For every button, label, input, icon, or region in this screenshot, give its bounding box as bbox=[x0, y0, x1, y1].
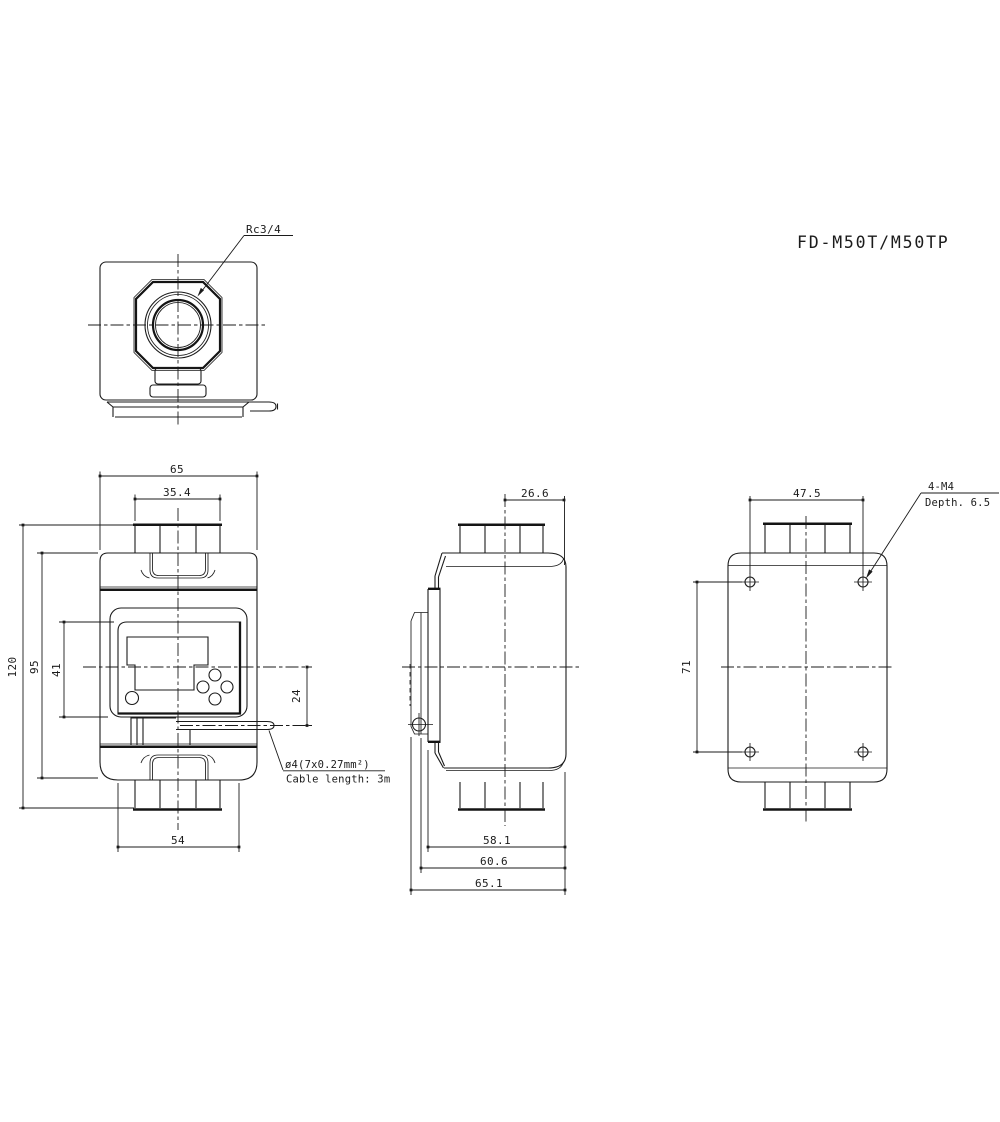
dim-120: 120 bbox=[6, 656, 19, 677]
dim-47-5: 47.5 bbox=[793, 487, 821, 500]
cable-note-leader bbox=[268, 730, 385, 772]
dim-60-6: 60.6 bbox=[480, 855, 508, 868]
mount-note-leader bbox=[867, 492, 999, 576]
front-top-nut bbox=[134, 526, 221, 553]
port-label: Rc3/4 bbox=[246, 223, 281, 236]
side-panel-plate bbox=[427, 589, 441, 742]
display-window bbox=[126, 636, 209, 691]
top-connector-block1 bbox=[154, 367, 202, 385]
dim-65: 65 bbox=[170, 463, 184, 476]
back-bottom-nut bbox=[764, 782, 851, 808]
dim-54: 54 bbox=[171, 834, 185, 847]
drawing-title: FD-M50T/M50TP bbox=[797, 233, 950, 252]
port-nut-octagon bbox=[134, 280, 222, 370]
port-circle-outer2 bbox=[147, 294, 209, 356]
front-centerlines bbox=[83, 508, 312, 830]
mount-hole-crosses bbox=[741, 573, 872, 761]
button-up bbox=[208, 668, 222, 682]
side-left-chamfers bbox=[434, 552, 447, 769]
port-thread-circle bbox=[151, 298, 205, 352]
dimension-terminators bbox=[21, 474, 865, 892]
side-view: 26.6 58.1 60.6 65.1 bbox=[402, 487, 581, 895]
mount-note-arrowhead bbox=[866, 569, 873, 579]
top-base-flange bbox=[106, 401, 250, 418]
side-bottom-nut bbox=[459, 782, 544, 808]
side-outer-layer bbox=[410, 612, 421, 735]
back-view: 47.5 71 4-M4 Depth. 6.5 bbox=[680, 481, 999, 824]
port-label-leader bbox=[199, 235, 293, 294]
side-top-nut bbox=[459, 526, 544, 553]
button-left bbox=[196, 680, 210, 694]
dim-120-lines bbox=[19, 524, 134, 809]
back-top-nut bbox=[764, 525, 851, 553]
side-centerlines bbox=[402, 494, 581, 826]
front-view: 65 35.4 120 95 41 24 54 ø4(7x0.27mm²) Ca… bbox=[6, 463, 390, 852]
button-right bbox=[220, 680, 234, 694]
dim-65-1: 65.1 bbox=[475, 877, 503, 890]
port-bore-circle bbox=[155, 302, 201, 348]
display-panel-shadow bbox=[117, 621, 242, 715]
dim-35-4: 35.4 bbox=[163, 486, 191, 499]
mount-note-line1: 4-M4 bbox=[928, 481, 954, 493]
dim-65-lines bbox=[99, 471, 258, 550]
display-bezel bbox=[109, 607, 248, 718]
cable-note-line1: ø4(7x0.27mm²) bbox=[285, 759, 370, 771]
side-body-inner-lines bbox=[446, 558, 564, 771]
dim-71: 71 bbox=[680, 660, 693, 674]
side-glass-layer bbox=[420, 612, 428, 735]
front-bottom-nut bbox=[134, 780, 221, 808]
front-upper-boss bbox=[140, 553, 216, 579]
dim-71-lines bbox=[693, 581, 742, 753]
dim-54-lines bbox=[117, 783, 240, 852]
top-view: Rc3/4 bbox=[88, 223, 293, 426]
display-panel bbox=[117, 621, 241, 714]
top-cable-tab bbox=[250, 401, 279, 412]
top-connector-block2 bbox=[149, 384, 207, 398]
side-cable-cross bbox=[408, 713, 433, 736]
side-ext-lines bbox=[410, 737, 566, 895]
top-view-body bbox=[99, 261, 258, 401]
cable-note-line2: Cable length: 3m bbox=[286, 774, 390, 786]
back-centerlines bbox=[721, 516, 894, 824]
mount-note-line2: Depth. 6.5 bbox=[925, 497, 990, 509]
port-label-arrowhead bbox=[197, 287, 204, 297]
back-plate-lines bbox=[728, 565, 887, 769]
dim-24: 24 bbox=[290, 689, 303, 703]
side-body bbox=[442, 552, 567, 769]
port-circle-outer bbox=[144, 291, 212, 359]
dim-58-1: 58.1 bbox=[483, 834, 511, 847]
dim-41: 41 bbox=[50, 663, 63, 677]
back-body bbox=[727, 552, 888, 783]
dim-26-6: 26.6 bbox=[521, 487, 549, 500]
front-body bbox=[99, 552, 258, 781]
button-mode bbox=[124, 690, 140, 706]
cable-connector bbox=[130, 717, 191, 745]
port-nut-chamfer bbox=[133, 279, 223, 371]
side-panel-notches bbox=[428, 587, 441, 743]
button-down bbox=[208, 692, 222, 706]
dim-26-6-lines bbox=[505, 496, 565, 565]
front-lower-boss bbox=[140, 754, 216, 780]
dim-47-5-lines bbox=[749, 496, 864, 574]
dim-95-lines bbox=[37, 552, 98, 779]
dim-41-lines bbox=[59, 621, 114, 718]
dim-95: 95 bbox=[28, 660, 41, 674]
